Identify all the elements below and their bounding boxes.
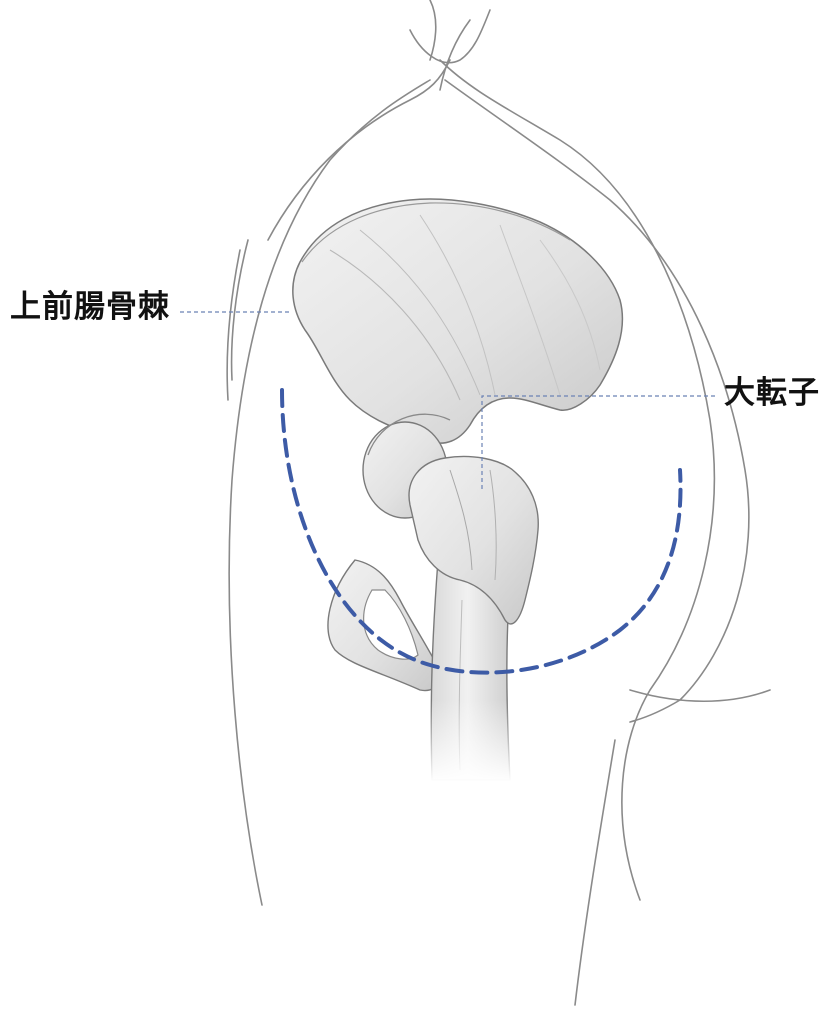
body-outline-right-lower bbox=[575, 740, 615, 1005]
femur bbox=[409, 457, 538, 782]
iliac-wing bbox=[293, 199, 623, 443]
iliac-wing-body bbox=[293, 199, 623, 443]
body-outline-hip-crease bbox=[630, 690, 770, 701]
waist-line-1 bbox=[430, 0, 436, 60]
femur-shaft-fade bbox=[420, 700, 520, 782]
waist-line-5 bbox=[232, 240, 248, 380]
label-anterior-superior-iliac-spine: 上前腸骨棘 bbox=[10, 292, 170, 323]
ischium bbox=[328, 560, 442, 690]
label-greater-trochanter: 大転子 bbox=[724, 378, 820, 409]
